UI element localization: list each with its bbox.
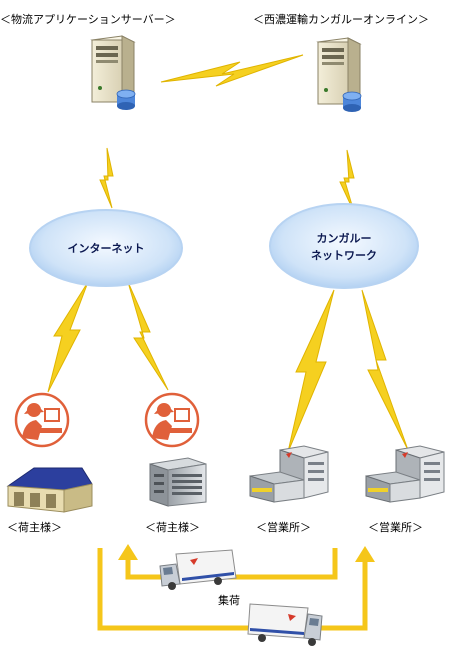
- delivery-flow-arrowhead: [355, 546, 375, 562]
- delivery-flow-arrow: [97, 548, 368, 631]
- kangaroo-label-line2: ネットワーク: [311, 249, 377, 262]
- pickup-flow-arrowhead: [118, 544, 138, 560]
- link-left-server-to-internet-bolt: [99, 147, 114, 209]
- right-server-icon: [316, 37, 362, 112]
- shipper2-person-icon: [144, 392, 200, 448]
- link-kangaroo-to-office1-bolt: [287, 289, 335, 453]
- internet-label-text: インターネット: [67, 242, 145, 255]
- pickup-truck-icon: [159, 549, 237, 590]
- sales-office1-building-icon: [249, 445, 329, 503]
- link-internet-to-shipper2-bolt: [127, 281, 169, 391]
- office2-label: ＜営業所＞: [368, 521, 423, 534]
- link-internet-to-shipper1-bolt: [47, 281, 89, 393]
- internet-label: インターネット: [56, 240, 156, 257]
- right-server-label: ＜西濃運輸カンガルーオンライン＞: [253, 13, 429, 26]
- warehouse-icon: [6, 467, 93, 513]
- kangaroo-network-cloud: [269, 203, 419, 289]
- office-building-icon: [149, 457, 207, 507]
- link-server-to-server-bolt: [160, 54, 304, 87]
- sales-office2-building-icon: [365, 445, 445, 503]
- shipper1-person-icon: [14, 392, 70, 448]
- kangaroo-label-line1: カンガルー: [316, 232, 372, 245]
- internet-cloud: [29, 209, 183, 287]
- office1-label: ＜営業所＞: [256, 521, 311, 534]
- left-server-icon: [90, 35, 136, 110]
- shipper2-label: ＜荷主様＞: [145, 521, 200, 534]
- shipper1-label: ＜荷主様＞: [7, 521, 62, 534]
- link-kangaroo-to-office2-bolt: [361, 289, 409, 451]
- link-right-server-to-kangaroo-bolt: [339, 149, 355, 213]
- kangaroo-network-label: カンガルー ネットワーク: [294, 230, 394, 264]
- left-server-label: ＜物流アプリケーションサーバー＞: [0, 13, 176, 26]
- pickup-label: 集荷: [218, 594, 240, 607]
- delivery-truck-icon: [247, 603, 323, 646]
